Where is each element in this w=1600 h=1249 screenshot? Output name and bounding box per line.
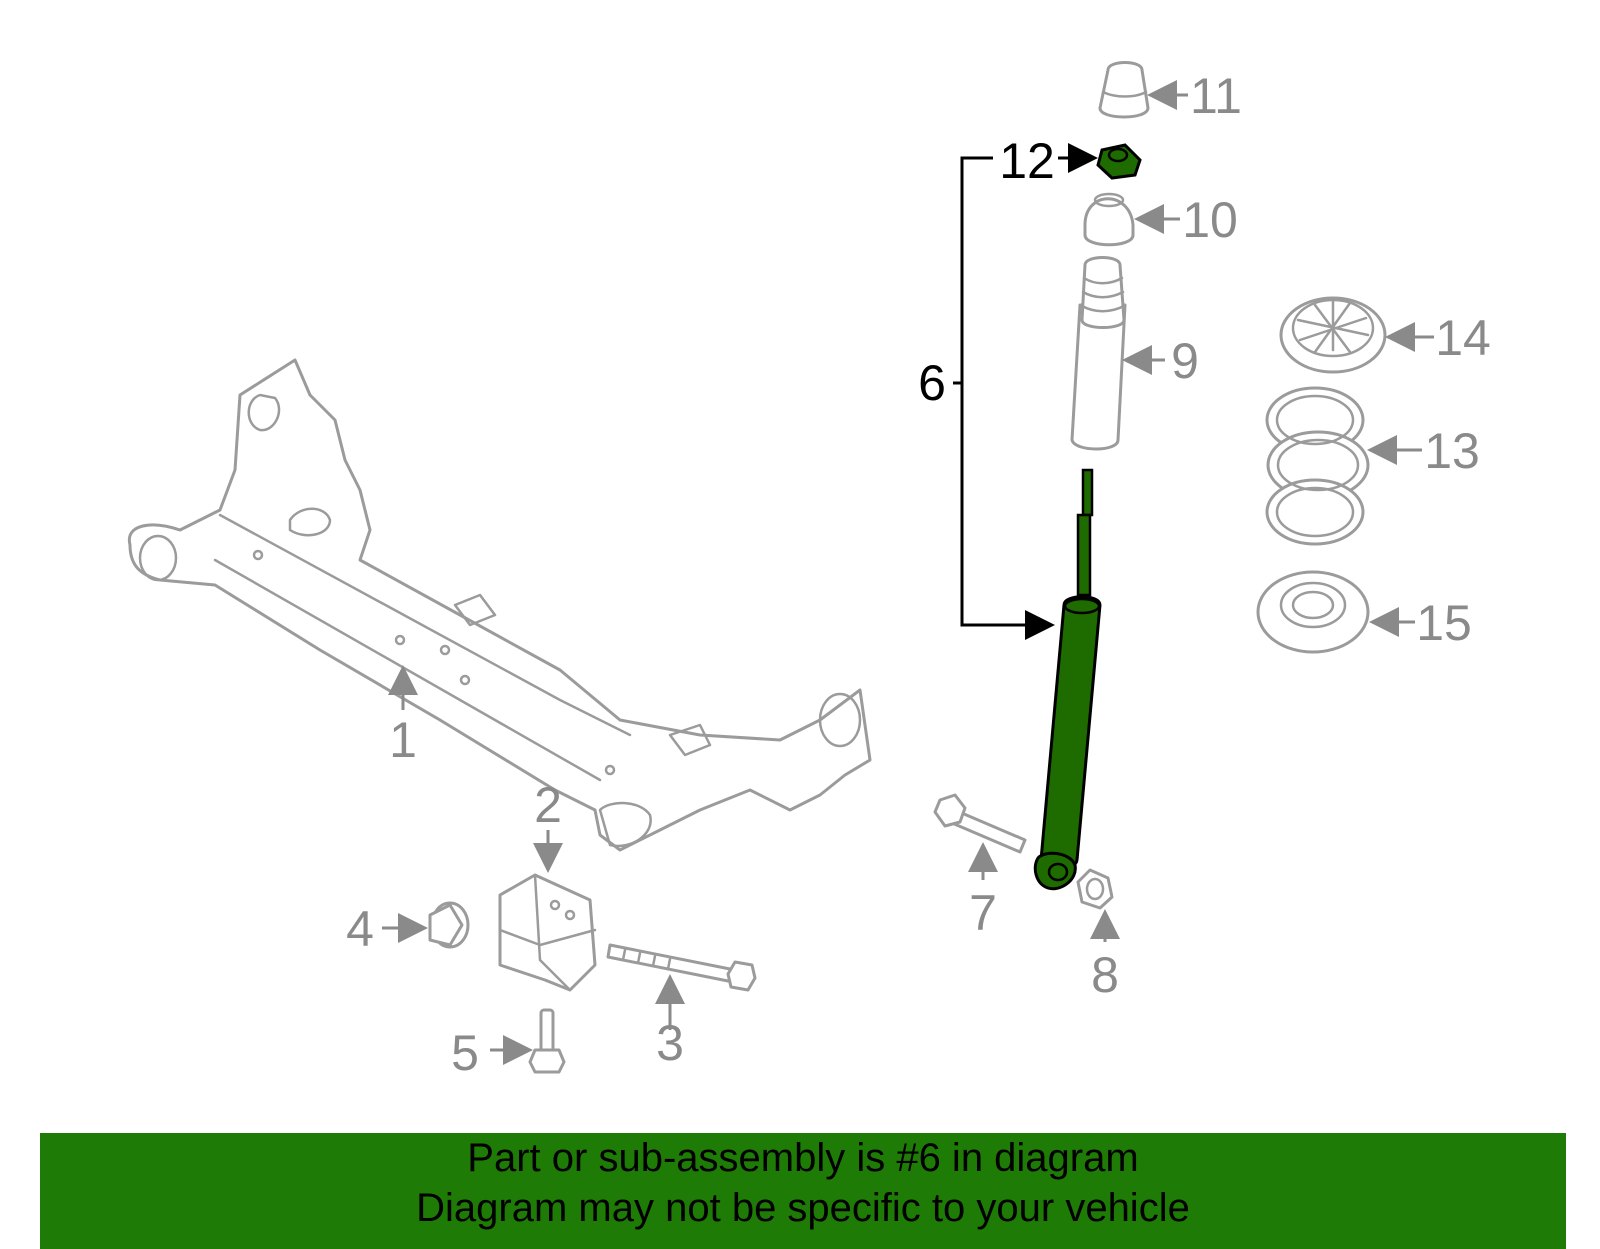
shock-bolt-part[interactable] <box>933 793 1027 854</box>
callout-2: 2 <box>534 777 562 833</box>
callout-3: 3 <box>656 1015 684 1071</box>
callout-1: 1 <box>389 712 417 768</box>
callout-11: 11 <box>1190 68 1242 124</box>
dust-boot-part[interactable] <box>1070 256 1127 451</box>
bracket-part[interactable] <box>498 873 597 992</box>
short-bolt-part[interactable] <box>528 1008 566 1074</box>
callout-15: 15 <box>1416 595 1472 651</box>
callout-6: 6 <box>918 355 946 411</box>
coil-spring-part[interactable] <box>1265 386 1370 546</box>
callout-10: 10 <box>1182 192 1238 248</box>
upper-bushing-part[interactable] <box>1083 192 1135 247</box>
callout-9: 9 <box>1171 333 1199 389</box>
callout-7: 7 <box>969 885 997 941</box>
callout-8: 8 <box>1091 947 1119 1003</box>
shock-absorber-part[interactable] <box>1033 468 1102 891</box>
lower-spring-seat-part[interactable] <box>1256 570 1370 654</box>
callout-4: 4 <box>346 901 374 957</box>
footer-line-2: Diagram may not be specific to your vehi… <box>416 1186 1190 1230</box>
callout-5: 5 <box>451 1025 479 1081</box>
bushing-part[interactable] <box>428 901 470 949</box>
upper-spring-seat-part[interactable] <box>1279 296 1387 374</box>
long-bolt-part[interactable] <box>606 943 757 992</box>
callout-13: 13 <box>1424 423 1480 479</box>
axle-beam-part[interactable] <box>127 358 872 852</box>
nut-part[interactable] <box>1076 868 1114 910</box>
footer-banner: Part or sub-assembly is #6 in diagram Di… <box>40 1133 1566 1249</box>
footer-line-1: Part or sub-assembly is #6 in diagram <box>467 1136 1139 1180</box>
callout-12: 12 <box>999 133 1055 189</box>
top-nut-part[interactable] <box>1096 143 1142 180</box>
callout-14: 14 <box>1435 310 1491 366</box>
bump-stop-part[interactable] <box>1098 61 1150 119</box>
